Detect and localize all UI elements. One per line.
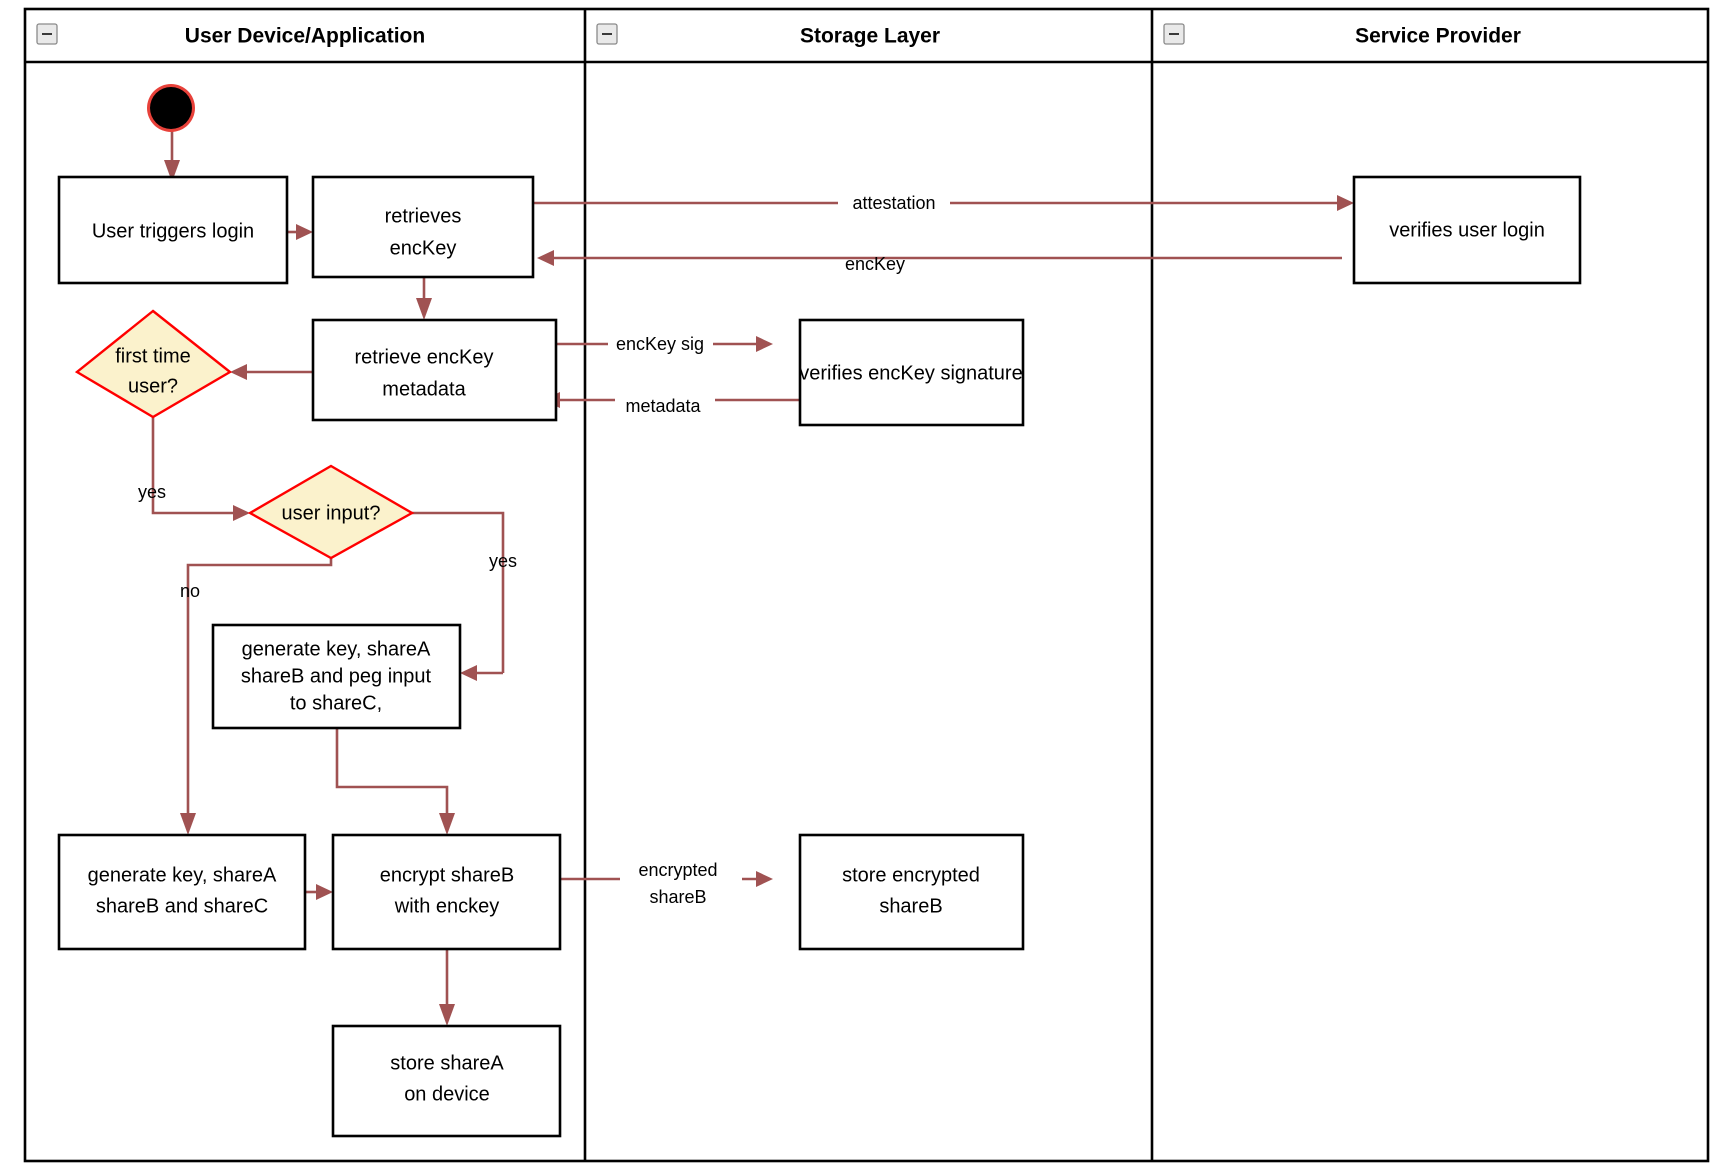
node-verifies-enckey-signature[interactable]: verifies encKey signature bbox=[798, 318, 1025, 427]
lane-header-service-provider[interactable]: Service Provider bbox=[1163, 23, 1521, 48]
edge-start-to-user-triggers-login bbox=[164, 127, 180, 182]
edge-label-enckey-sig: encKey sig bbox=[616, 334, 704, 354]
edge-label-metadata: metadata bbox=[625, 396, 701, 416]
edge-label-attestation: attestation bbox=[852, 193, 935, 213]
node-label-first-time-user-2: user? bbox=[128, 375, 178, 397]
edge-encrypted-shareb: encrypted shareB bbox=[560, 858, 773, 907]
edge-login-to-retrieves bbox=[287, 224, 313, 240]
node-user-triggers-login[interactable]: User triggers login bbox=[57, 175, 289, 285]
node-label-verifies-user-login: verifies user login bbox=[1389, 219, 1545, 241]
swimlane-frame bbox=[23, 7, 1710, 1163]
node-label-first-time-user-1: first time bbox=[115, 345, 191, 367]
node-label-store-sharea-1: store shareA bbox=[390, 1052, 504, 1074]
node-label-store-sharea-2: on device bbox=[404, 1083, 490, 1105]
edge-encrypt-to-store-sharea bbox=[439, 949, 455, 1026]
edge-label-yes-first-time: yes bbox=[138, 482, 166, 502]
node-encrypt-shareb[interactable]: encrypt shareB with enckey bbox=[331, 833, 562, 951]
node-label-verifies-enckey-signature: verifies encKey signature bbox=[799, 362, 1022, 384]
node-label-user-input: user input? bbox=[282, 502, 381, 524]
node-label-retrieves-enckey-1: retrieves bbox=[385, 205, 462, 227]
node-label-generate-peg-3: to shareC, bbox=[290, 692, 382, 714]
edge-metadata: metadata bbox=[543, 390, 800, 416]
edge-shares-to-encrypt bbox=[305, 884, 333, 900]
node-label-encrypt-shareb-1: encrypt shareB bbox=[380, 864, 515, 886]
edge-label-shareb: shareB bbox=[649, 887, 706, 907]
node-retrieve-enckey-metadata[interactable]: retrieve encKey metadata bbox=[311, 318, 558, 422]
edge-attestation: attestation bbox=[533, 192, 1354, 215]
lane-title-user-device: User Device/Application bbox=[185, 25, 425, 48]
lane-header-user-device[interactable]: User Device/Application bbox=[36, 23, 425, 48]
edge-peg-to-encrypt bbox=[335, 728, 455, 835]
edge-user-input-yes: yes bbox=[412, 511, 517, 681]
node-label-generate-shares-2: shareB and shareC bbox=[96, 895, 268, 917]
node-label-generate-peg-2: shareB and peg input bbox=[241, 665, 432, 687]
lane-title-storage: Storage Layer bbox=[800, 25, 940, 48]
node-label-user-triggers-login: User triggers login bbox=[92, 220, 254, 242]
node-label-retrieve-metadata-2: metadata bbox=[382, 378, 466, 400]
node-generate-peg-input[interactable]: generate key, shareA shareB and peg inpu… bbox=[211, 623, 462, 730]
node-store-sharea-on-device[interactable]: store shareA on device bbox=[331, 1024, 562, 1138]
node-label-store-encrypted-1: store encrypted bbox=[842, 864, 980, 886]
node-label-generate-shares-1: generate key, shareA bbox=[88, 864, 277, 886]
edge-label-yes-user-input: yes bbox=[489, 551, 517, 571]
node-label-store-encrypted-2: shareB bbox=[879, 895, 942, 917]
edge-metadata-to-first-time-user bbox=[230, 364, 312, 380]
node-label-encrypt-shareb-2: with enckey bbox=[394, 895, 500, 917]
edge-label-encrypted: encrypted bbox=[638, 860, 717, 880]
node-store-encrypted-shareb[interactable]: store encrypted shareB bbox=[798, 833, 1025, 951]
edge-first-time-yes: yes bbox=[138, 417, 250, 521]
node-first-time-user-decision[interactable]: first time user? bbox=[74, 309, 233, 419]
node-user-input-decision[interactable]: user input? bbox=[247, 464, 415, 560]
node-generate-shares[interactable]: generate key, shareA shareB and shareC bbox=[57, 833, 307, 951]
node-label-retrieves-enckey-2: encKey bbox=[390, 237, 457, 259]
initial-node[interactable] bbox=[147, 84, 195, 132]
edge-label-enckey: encKey bbox=[845, 254, 905, 274]
edge-label-no-user-input: no bbox=[180, 581, 200, 601]
edge-enckey-sig: encKey sig bbox=[556, 333, 773, 356]
lane-title-service-provider: Service Provider bbox=[1355, 25, 1521, 48]
edge-enckey: encKey bbox=[537, 250, 1342, 274]
lane-header-storage[interactable]: Storage Layer bbox=[596, 23, 940, 48]
node-label-retrieve-metadata-1: retrieve encKey bbox=[355, 346, 494, 368]
node-verifies-user-login[interactable]: verifies user login bbox=[1352, 175, 1582, 285]
node-label-generate-peg-1: generate key, shareA bbox=[242, 638, 431, 660]
edge-retrieves-to-metadata bbox=[416, 277, 432, 320]
node-retrieves-enckey[interactable]: retrieves encKey bbox=[311, 175, 535, 279]
edge-user-input-no: no bbox=[180, 558, 333, 835]
